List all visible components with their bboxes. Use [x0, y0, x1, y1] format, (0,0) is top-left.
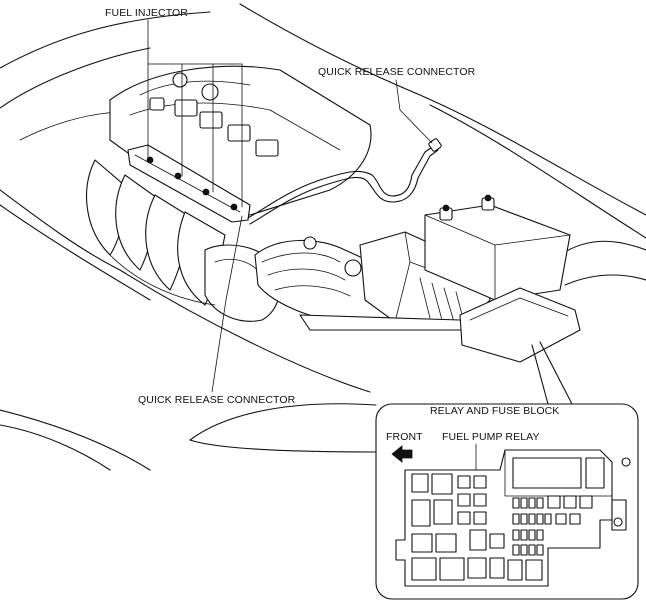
quick-release-connector-top-label: QUICK RELEASE CONNECTOR — [318, 66, 476, 78]
battery — [424, 194, 571, 301]
quick-release-connector-bottom-label: QUICK RELEASE CONNECTOR — [138, 394, 296, 406]
fuel-pump-relay — [469, 529, 487, 551]
fuel-injector-callout: FUEL INJECTOR — [105, 7, 243, 208]
quick-release-connector-top-callout: QUICK RELEASE CONNECTOR — [318, 66, 476, 144]
front-label: FRONT — [386, 431, 423, 443]
fuel-injector-label: FUEL INJECTOR — [105, 7, 188, 19]
mini-fuses — [512, 495, 593, 556]
relay-block-housing — [459, 287, 581, 363]
relay-fuse-block-label: RELAY AND FUSE BLOCK — [430, 405, 559, 417]
relay-fuse-block-inset: RELAY AND FUSE BLOCK FRONT FUEL PUMP REL… — [375, 403, 639, 600]
ignition-coils — [149, 72, 279, 157]
quick-release-connector-top-part — [428, 138, 442, 152]
front-arrow-icon — [391, 445, 413, 463]
quick-release-connector-bottom-callout: QUICK RELEASE CONNECTOR — [138, 215, 296, 406]
fuse-block-panel — [512, 457, 582, 489]
fuel-pump-relay-label: FUEL PUMP RELAY — [442, 431, 540, 443]
fuel-hose — [247, 138, 442, 225]
inset-leader-lines — [531, 341, 573, 405]
car-body-outline — [0, 3, 646, 471]
